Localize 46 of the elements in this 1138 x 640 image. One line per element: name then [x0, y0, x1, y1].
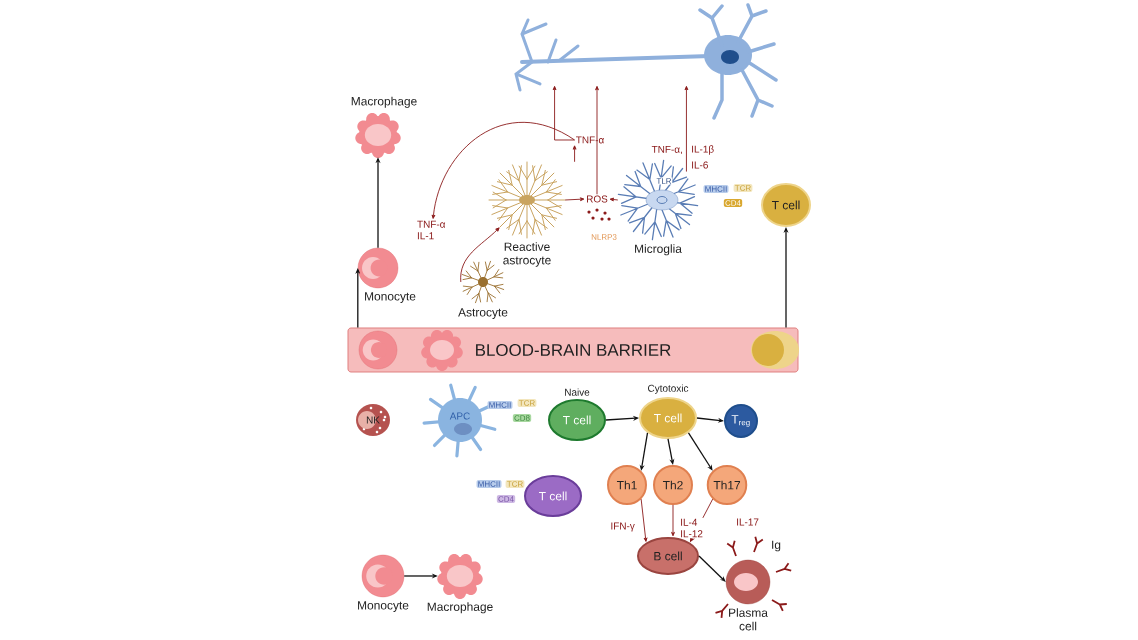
cell-caption: Cytotoxic — [648, 384, 689, 394]
t-cell: T cell — [548, 399, 606, 441]
arrow — [460, 227, 500, 283]
arrow — [640, 498, 648, 542]
arrow — [595, 85, 599, 195]
t-cell: T cell — [761, 183, 811, 227]
cell-label: Macrophage — [351, 96, 417, 108]
arrow — [609, 197, 619, 202]
arrow — [698, 555, 726, 582]
cytokine-label: TNF-α IL-1 — [417, 220, 446, 240]
cell-label: Astrocyte — [458, 308, 508, 319]
arrow — [696, 417, 724, 423]
cell-label: Microglia — [635, 244, 682, 256]
antibody-label: Ig — [772, 540, 781, 552]
cytokine-label: IL-6 — [692, 161, 708, 169]
helper-t-cell: Th1 — [607, 465, 647, 505]
arrow — [572, 145, 577, 163]
edge-label: IL-4 IL-12 — [679, 517, 710, 539]
cell-label: Monocyte — [358, 601, 409, 612]
edge-label: IFN-γ — [609, 521, 636, 533]
arrow — [564, 197, 585, 202]
cell-label: Monocyte — [365, 292, 416, 303]
helper-t-cell: Th2 — [653, 465, 693, 505]
cell-label: Plasma cell — [729, 608, 768, 631]
cell-label: Macrophage — [427, 602, 493, 614]
cytokine-label: TNF-α — [576, 136, 604, 144]
nk-cell: NK — [356, 404, 390, 436]
cell-label: Reactive astrocyte — [503, 242, 551, 267]
arrow — [671, 504, 675, 537]
arrow — [684, 85, 689, 172]
arrow — [552, 85, 576, 141]
ros-label: ROS — [587, 195, 608, 203]
cytokine-label: IL-1β — [692, 145, 714, 155]
b-cell: B cell — [637, 537, 699, 575]
cytokine-label: TNF-α, — [651, 145, 682, 155]
arrow — [667, 438, 675, 465]
neuron-drawing — [514, 3, 778, 120]
treg-cell: T$_{reg}$ — [724, 404, 758, 438]
arrow — [605, 415, 639, 421]
edge-label: IL-17 — [735, 517, 760, 527]
arrow — [431, 121, 576, 219]
cell-caption: Naive — [565, 388, 590, 396]
arrow — [687, 432, 713, 471]
t-cell: T cell — [524, 475, 582, 517]
t-cell: T cell — [639, 397, 697, 439]
helper-t-cell: Th17 — [706, 465, 748, 505]
